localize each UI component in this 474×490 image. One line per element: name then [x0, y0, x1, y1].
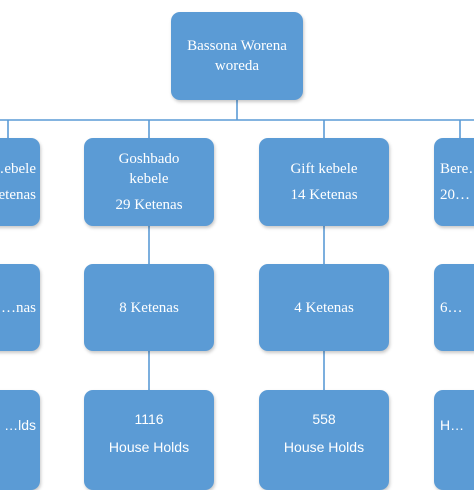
- households-node-4: H…: [434, 390, 474, 490]
- kebele-node-gift: Gift kebele 14 Ketenas: [259, 138, 389, 226]
- kebele-4-line-2: 20…: [440, 187, 470, 203]
- kebele-2-line-1: Goshbado: [118, 151, 180, 167]
- households-3-label: House Holds: [283, 439, 365, 455]
- root-line-1: Bassona Worena: [187, 38, 287, 54]
- households-node-gift: 558 House Holds: [259, 390, 389, 490]
- ketenas-node-goshbado: 8 Ketenas: [84, 264, 214, 351]
- kebele-3-line-1: Gift kebele: [290, 161, 358, 177]
- ketenas-3-label: 4 Ketenas: [294, 299, 354, 316]
- root-line-2: woreda: [214, 58, 260, 74]
- kebele-2-line-3: 29 Ketenas: [115, 197, 183, 213]
- households-node-goshbado: 1116 House Holds: [84, 390, 214, 490]
- kebele-2-line-2: kebele: [129, 171, 169, 187]
- kebele-4-line-1: Bere…: [440, 161, 474, 177]
- ketenas-4-label: 6…: [440, 299, 463, 316]
- households-4-label: H…: [440, 417, 465, 433]
- kebele-3-line-2: 14 Ketenas: [290, 187, 358, 203]
- households-1-label: …lds: [4, 417, 36, 433]
- connector-lines: [0, 100, 474, 390]
- kebele-node-4: Bere… 20…: [434, 138, 474, 226]
- households-2-count: 1116: [134, 411, 164, 427]
- ketenas-2-label: 8 Ketenas: [119, 299, 179, 316]
- households-3-count: 558: [312, 411, 336, 427]
- ketenas-node-1: …nas: [0, 264, 40, 351]
- households-2-label: House Holds: [108, 439, 190, 455]
- ketenas-node-gift: 4 Ketenas: [259, 264, 389, 351]
- ketenas-1-label: …nas: [1, 299, 36, 316]
- households-node-1: …lds: [0, 390, 40, 490]
- ketenas-node-4: 6…: [434, 264, 474, 351]
- kebele-node-goshbado: Goshbado kebele 29 Ketenas: [84, 138, 214, 226]
- kebele-1-line-2: …etenas: [0, 187, 36, 203]
- kebele-1-line-1: …ebele: [0, 161, 36, 177]
- root-node-woreda: Bassona Worena woreda: [171, 12, 303, 100]
- kebele-node-1: …ebele …etenas: [0, 138, 40, 226]
